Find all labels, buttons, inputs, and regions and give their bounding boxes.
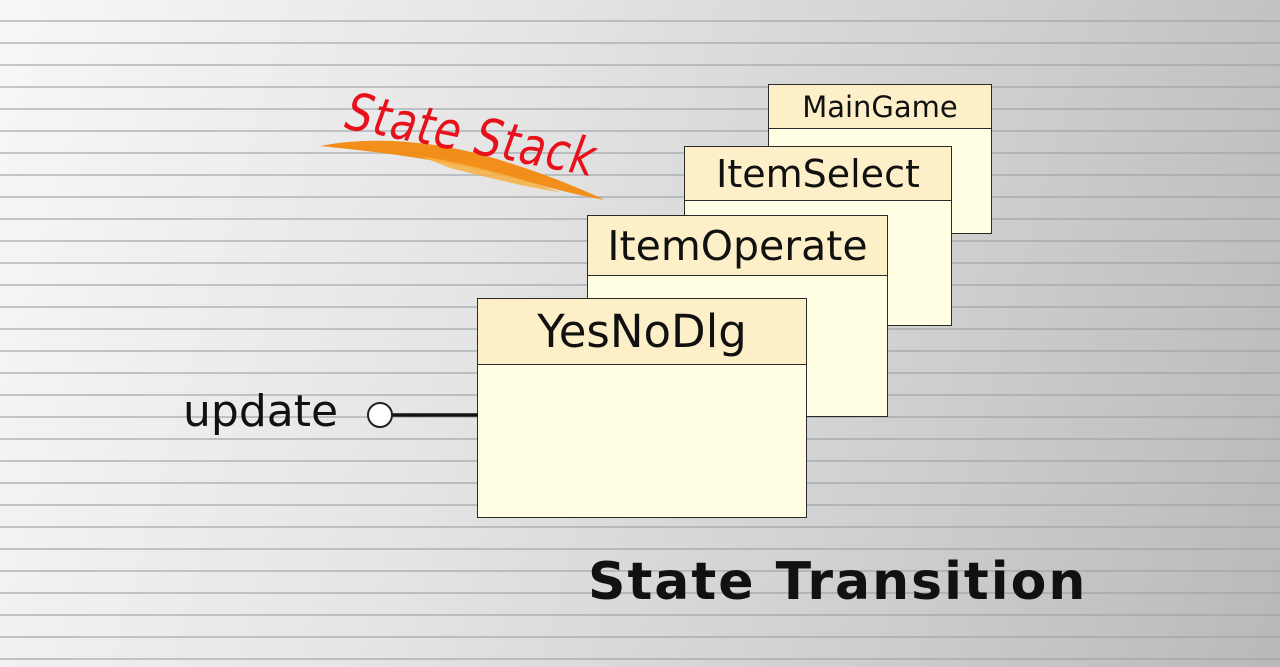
- state-label-yesnodlg: YesNoDlg: [478, 299, 806, 365]
- diagram-title: State Transition: [588, 552, 1088, 612]
- state-label-itemoperate: ItemOperate: [588, 216, 887, 276]
- state-box-yesnodlg: YesNoDlg: [477, 298, 807, 518]
- brush-stroke: [320, 140, 605, 200]
- update-label: update: [183, 386, 339, 437]
- state-label-maingame: MainGame: [769, 85, 991, 129]
- state-label-itemselect: ItemSelect: [685, 147, 951, 201]
- brush-stroke-tail: [420, 156, 560, 192]
